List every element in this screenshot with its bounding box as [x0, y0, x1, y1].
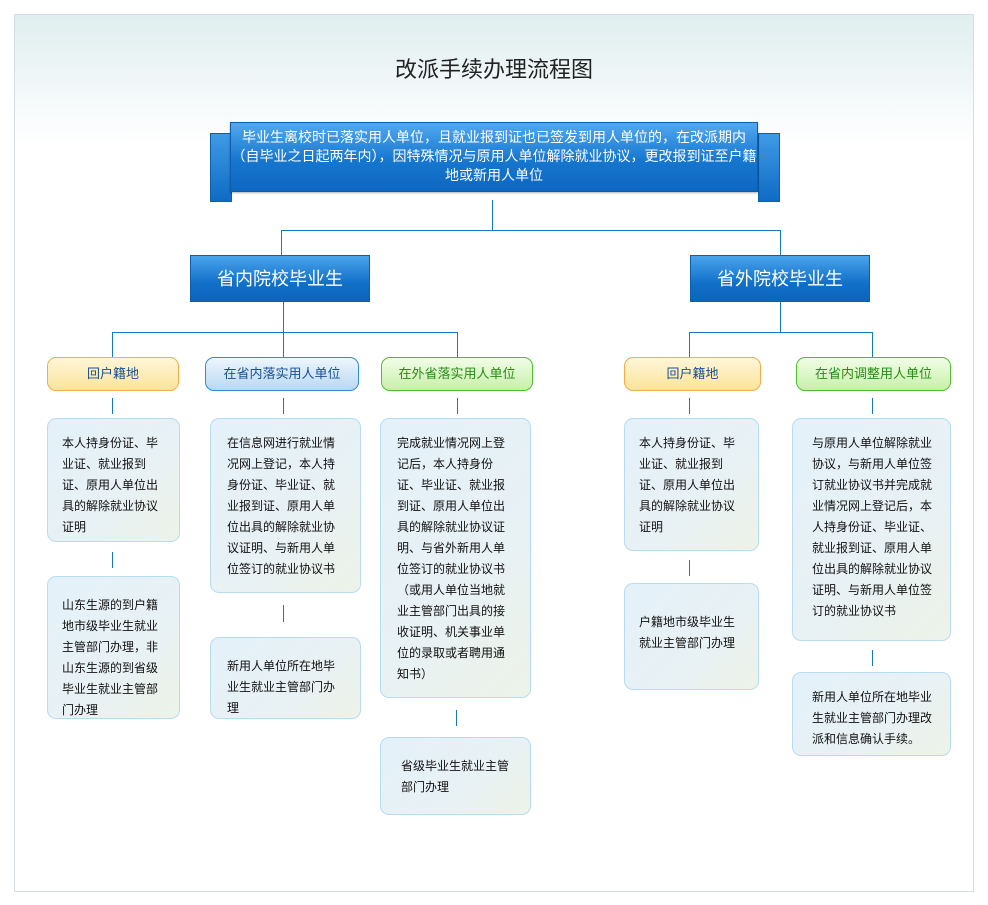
step-box: 新用人单位所在地毕业生就业主管部门办理 [210, 637, 361, 719]
step-box: 省级毕业生就业主管部门办理 [380, 737, 531, 815]
step-box: 在信息网进行就业情况网上登记，本人持身份证、毕业证、就业报到证、原用人单位出具的… [210, 418, 361, 593]
connector [872, 332, 873, 357]
connector [457, 398, 458, 414]
connector [780, 230, 781, 255]
connector [112, 332, 113, 357]
step-box: 完成就业情况网上登记后，本人持身份证、毕业证、就业报到证、原用人单位出具的解除就… [380, 418, 531, 698]
connector [281, 230, 282, 255]
step-box: 户籍地市级毕业生就业主管部门办理 [624, 583, 759, 690]
connector [112, 398, 113, 414]
connector [689, 398, 690, 414]
option-return-hometown-in: 回户籍地 [47, 357, 179, 391]
connector [112, 552, 113, 568]
connector [457, 332, 458, 357]
banner-wing-right [758, 133, 780, 202]
banner-wing-left [210, 133, 232, 202]
option-return-hometown-out: 回户籍地 [624, 357, 761, 391]
connector [780, 302, 781, 332]
step-box: 新用人单位所在地毕业生就业主管部门办理改派和信息确认手续。 [792, 672, 951, 756]
connector [689, 560, 690, 576]
step-box: 本人持身份证、毕业证、就业报到证、原用人单位出具的解除就业协议证明 [47, 418, 180, 542]
connector [456, 710, 457, 726]
step-box: 本人持身份证、毕业证、就业报到证、原用人单位出具的解除就业协议证明 [624, 418, 759, 551]
in-province-header: 省内院校毕业生 [190, 255, 370, 302]
connector [872, 650, 873, 666]
connector [281, 230, 781, 231]
connector [283, 332, 284, 357]
out-province-header: 省外院校毕业生 [690, 255, 870, 302]
connector [492, 200, 493, 230]
connector [283, 605, 284, 622]
connector [283, 302, 284, 332]
option-in-province-employer: 在省内落实用人单位 [205, 357, 359, 391]
connector [689, 332, 690, 357]
option-out-province-employer: 在外省落实用人单位 [381, 357, 533, 391]
step-box: 山东生源的到户籍地市级毕业生就业主管部门办理，非山东生源的到省级毕业生就业主管部… [47, 576, 180, 719]
top-description-banner: 毕业生离校时已落实用人单位，且就业报到证也已签发到用人单位的，在改派期内（自毕业… [230, 122, 758, 192]
connector [689, 332, 873, 333]
connector [112, 332, 457, 333]
option-in-province-adjust-employer: 在省内调整用人单位 [796, 357, 951, 391]
connector [283, 398, 284, 414]
page-title: 改派手续办理流程图 [394, 58, 593, 83]
step-box: 与原用人单位解除就业协议，与新用人单位签订就业协议书并完成就业情况网上登记后，本… [792, 418, 951, 641]
connector [872, 398, 873, 414]
